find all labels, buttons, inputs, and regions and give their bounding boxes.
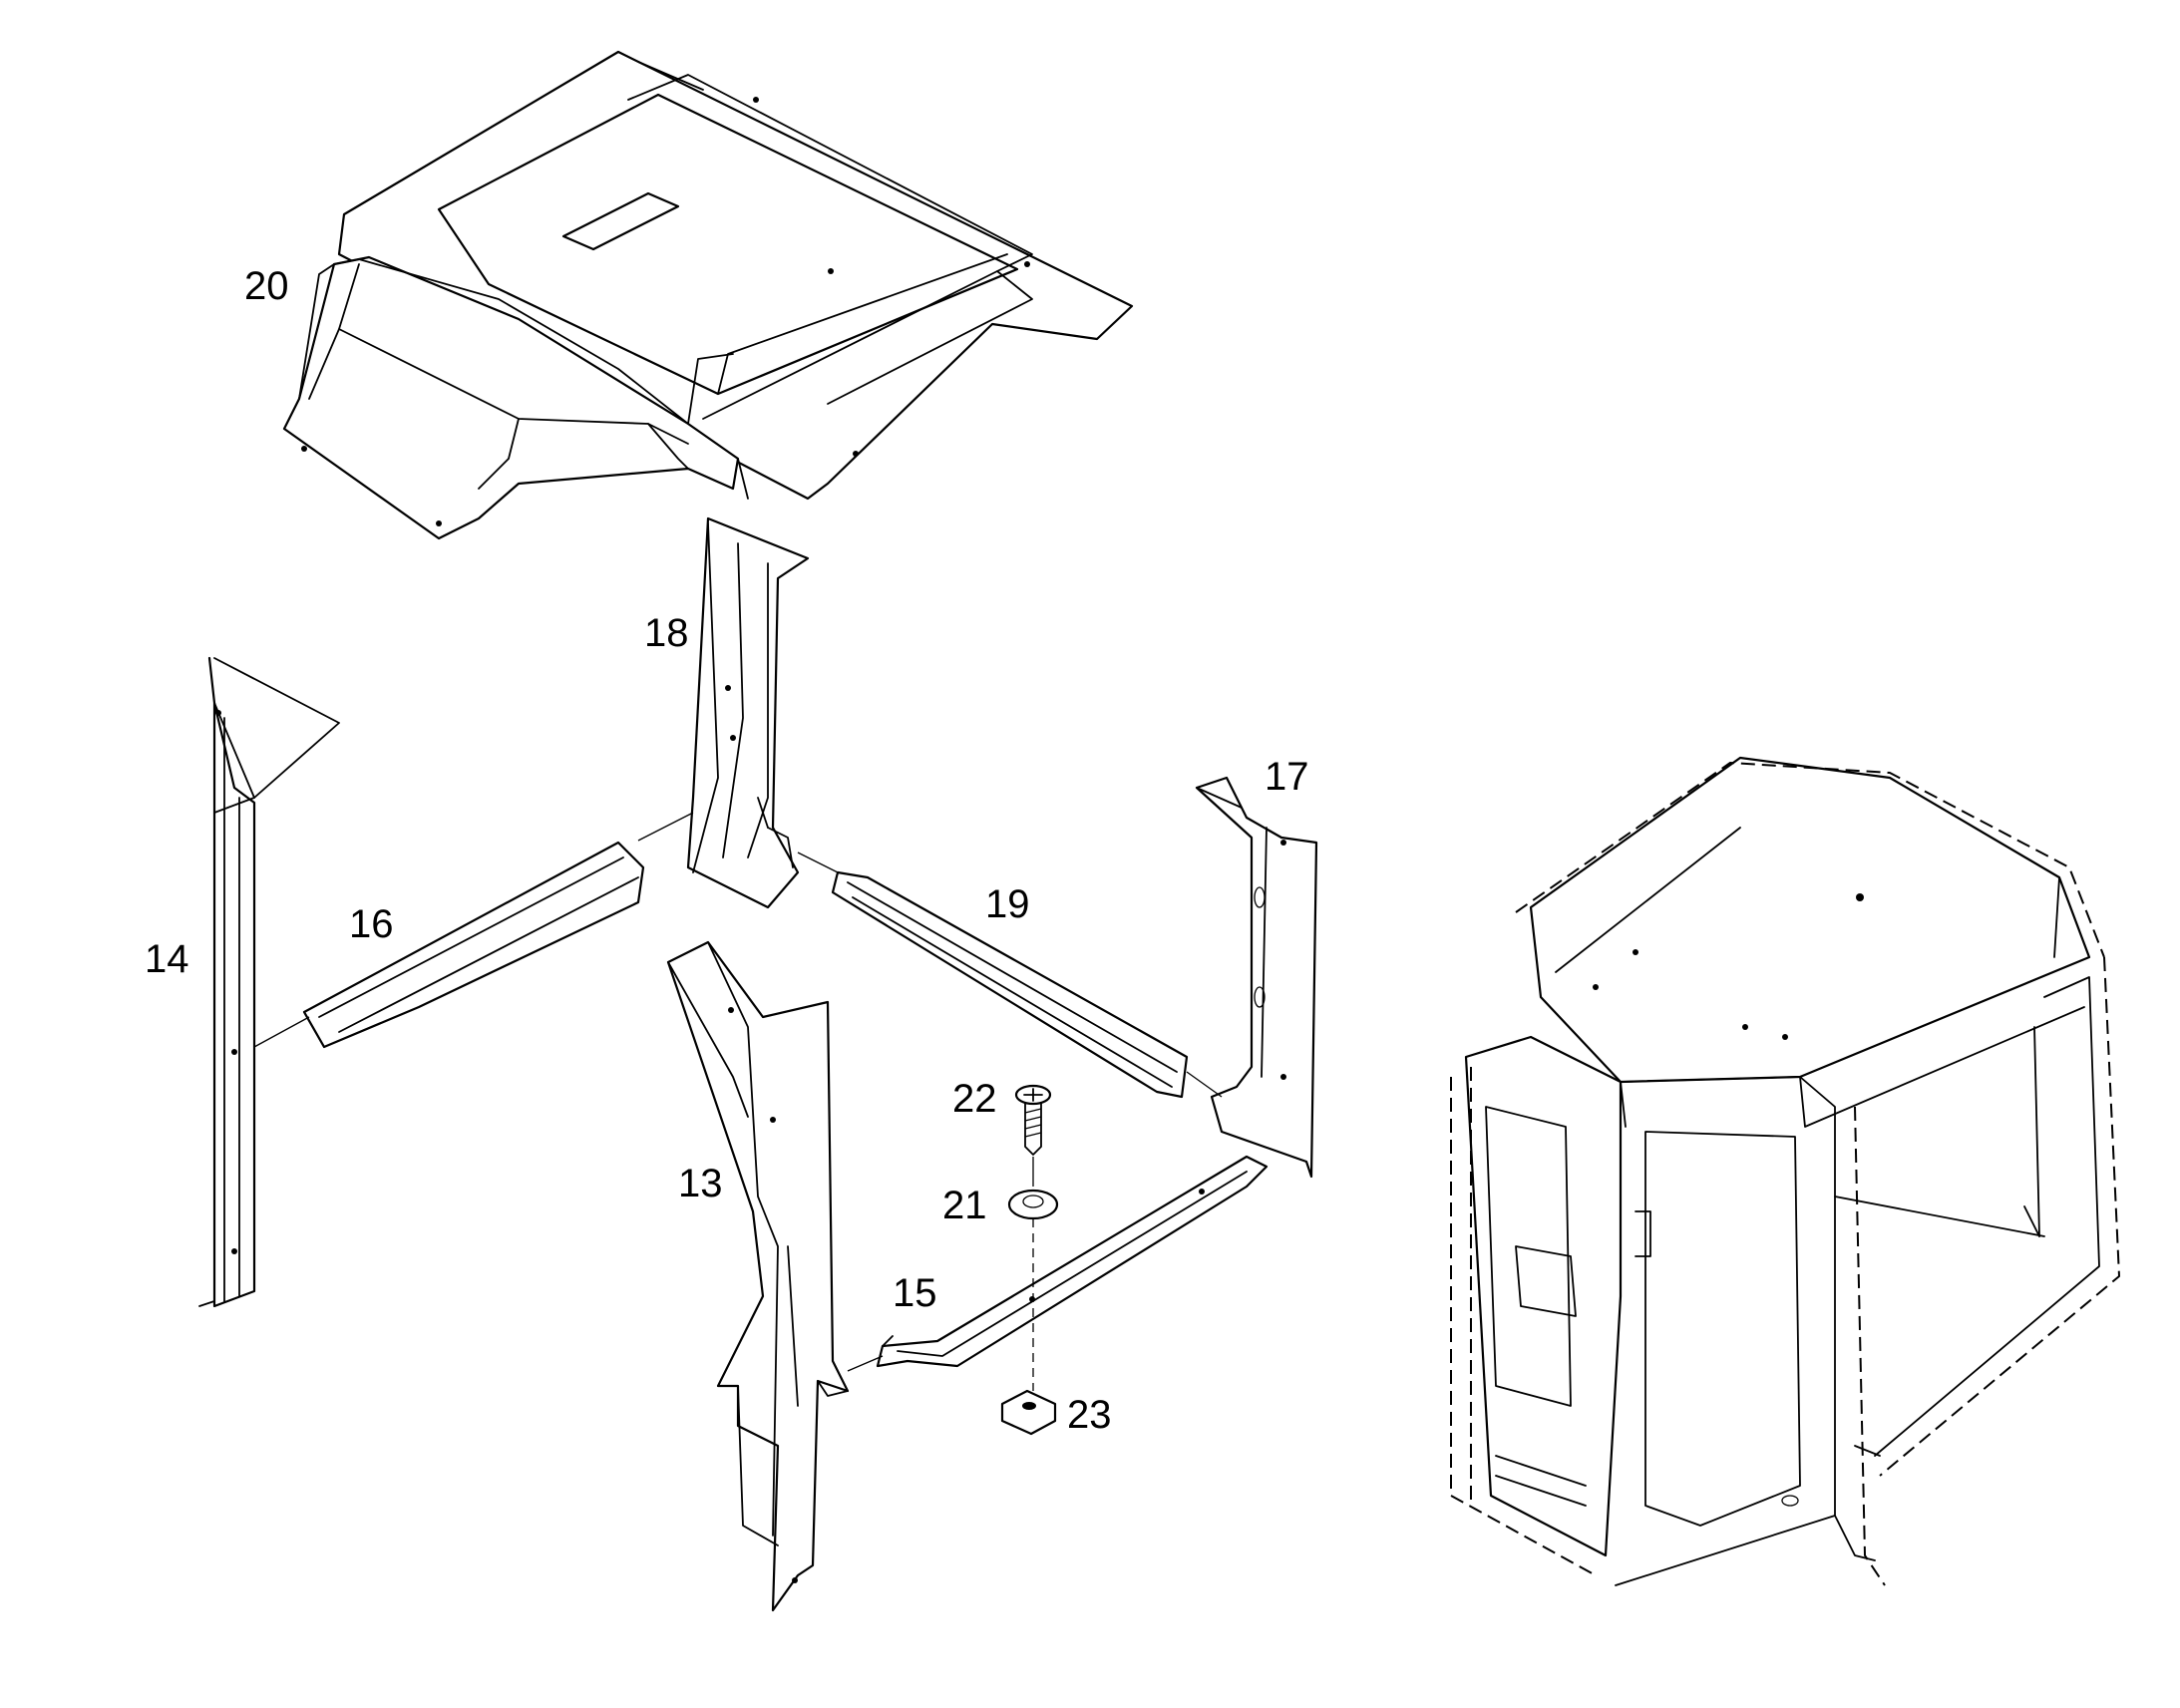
- label-13: 13: [678, 1162, 723, 1205]
- leader-lines: [253, 812, 1223, 1391]
- label-21: 21: [942, 1184, 987, 1227]
- callout-labels: 20 18 17 16 19 14 22 13 21 15 23: [145, 264, 1309, 1437]
- label-18: 18: [644, 611, 689, 655]
- part-13-door-pillar-trim: [666, 940, 850, 1612]
- label-14: 14: [145, 937, 189, 981]
- cab-overview: [1450, 756, 2120, 1586]
- label-23: 23: [1067, 1393, 1112, 1437]
- part-14-left-pillar: [198, 656, 340, 1308]
- part-18-pillar-trim: [686, 516, 810, 909]
- part-21-washer: [1007, 1189, 1059, 1220]
- label-17: 17: [1265, 755, 1309, 799]
- label-19: 19: [985, 882, 1030, 926]
- part-20-roof-liner: [282, 50, 1134, 540]
- label-20: 20: [244, 264, 289, 308]
- label-22: 22: [952, 1077, 997, 1121]
- label-15: 15: [893, 1271, 937, 1315]
- part-22-screw: [1014, 1084, 1052, 1156]
- part-19-cross-member: [831, 870, 1189, 1099]
- part-17-rear-pillar-trim: [1195, 776, 1318, 1179]
- part-23-nut: [1000, 1389, 1057, 1436]
- label-16: 16: [349, 902, 394, 946]
- part-15-lower-cross-member: [876, 1155, 1269, 1368]
